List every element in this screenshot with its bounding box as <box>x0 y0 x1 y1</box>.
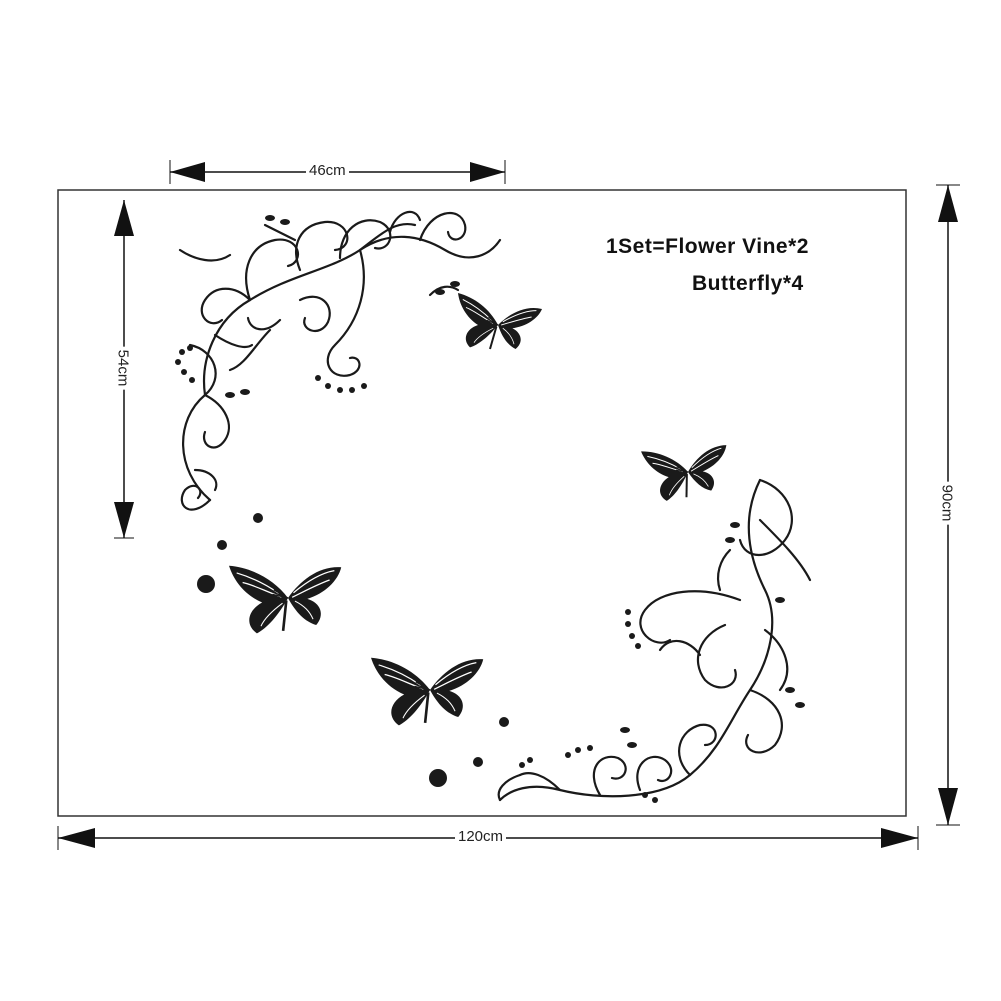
butterfly-icon <box>369 637 494 732</box>
sticker-frame <box>57 189 907 817</box>
flower-vine-icon <box>178 210 502 511</box>
set-info-line2: Butterfly*4 <box>692 272 804 295</box>
dimension-label-left: 54cm <box>114 346 131 390</box>
butterfly-icon <box>640 428 738 507</box>
set-info-line1: 1Set=Flower Vine*2 <box>606 235 809 258</box>
dimension-label-right: 90cm <box>938 481 955 525</box>
vine-dots-bottomright <box>519 522 805 803</box>
dimension-label-top: 46cm <box>306 163 349 179</box>
decorative-dots <box>197 513 509 787</box>
vine-dots-topleft <box>175 215 460 398</box>
dimension-label-bottom: 120cm <box>455 829 507 845</box>
butterfly-icon <box>456 291 544 351</box>
flower-vine-icon <box>497 478 812 802</box>
butterfly-icon <box>227 545 352 640</box>
